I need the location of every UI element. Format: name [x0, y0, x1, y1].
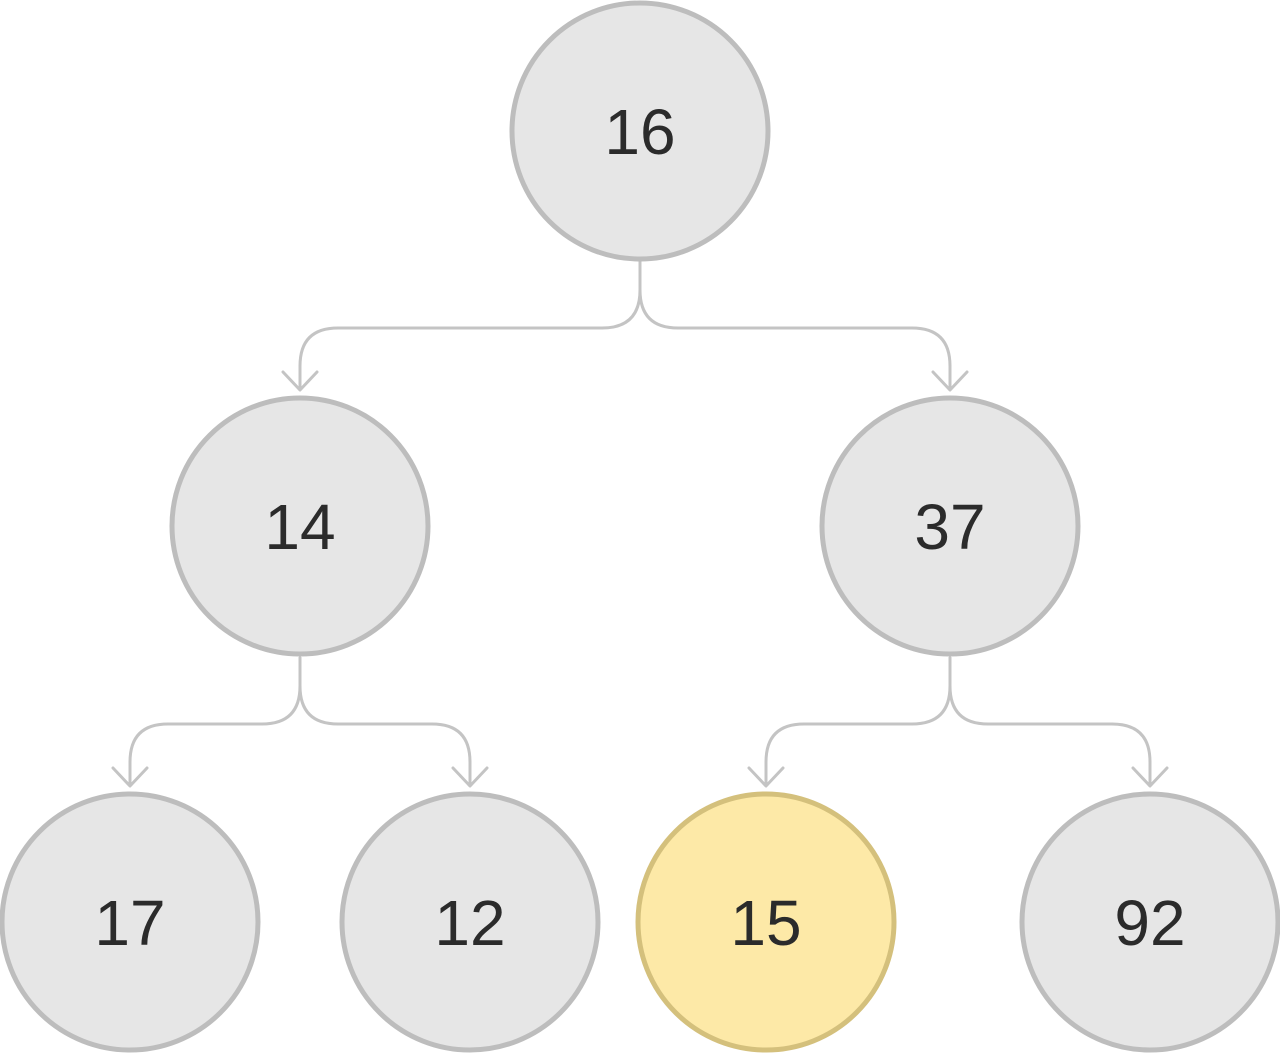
node-circle [0, 791, 261, 1053]
node-label: 17 [94, 887, 165, 959]
edge-left-to-left-right [298, 656, 472, 786]
node-label: 37 [914, 491, 985, 563]
arrow-root-to-right [931, 370, 969, 392]
node-circle-highlighted [635, 791, 897, 1053]
node-label: 16 [604, 96, 675, 168]
edge-right-to-right-left [764, 656, 952, 786]
node-label: 15 [730, 887, 801, 959]
edge-right-to-right-right [948, 656, 1152, 786]
node-circle [169, 395, 431, 657]
arrow-right-to-right-left [747, 766, 785, 788]
node-circle [819, 395, 1081, 657]
edges-root [281, 260, 969, 392]
tree-node-left-left[interactable]: 17 [0, 791, 261, 1053]
tree-node-right-right[interactable]: 92 [1019, 791, 1280, 1053]
node-circle [1019, 791, 1280, 1053]
arrow-left-to-left-left [111, 766, 149, 788]
tree-node-root[interactable]: 16 [509, 0, 771, 262]
arrow-right-to-right-right [1131, 766, 1169, 788]
edges-right [747, 656, 1169, 788]
edges-left [111, 656, 489, 788]
edge-root-to-left [298, 260, 642, 390]
edge-root-to-right [638, 260, 952, 390]
tree-node-right[interactable]: 37 [819, 395, 1081, 657]
node-circle [509, 0, 771, 262]
tree-node-left-right[interactable]: 12 [339, 791, 601, 1053]
node-label: 92 [1114, 887, 1185, 959]
edge-left-to-left-left [128, 656, 302, 786]
arrow-root-to-left [281, 370, 319, 392]
tree-node-left[interactable]: 14 [169, 395, 431, 657]
arrow-left-to-left-right [451, 766, 489, 788]
node-label: 14 [264, 491, 335, 563]
node-circle [339, 791, 601, 1053]
tree-node-right-left-highlighted[interactable]: 15 [635, 791, 897, 1053]
node-label: 12 [434, 887, 505, 959]
